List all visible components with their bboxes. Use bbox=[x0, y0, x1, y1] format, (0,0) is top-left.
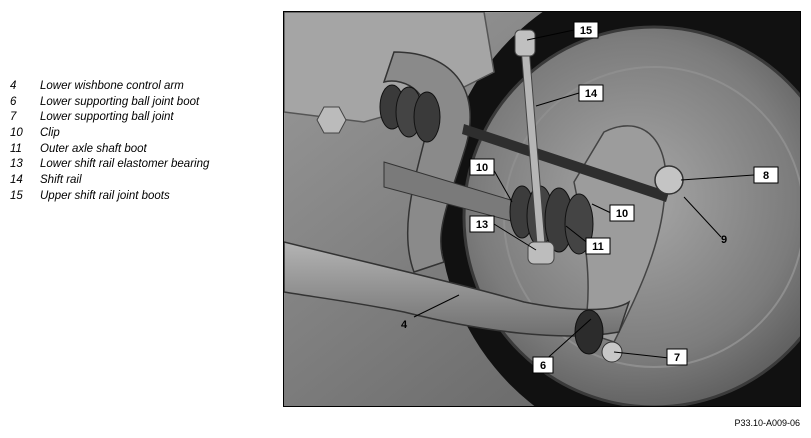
tie-rod-shape bbox=[462, 124, 669, 202]
legend-number: 15 bbox=[10, 189, 23, 202]
legend-description: Clip bbox=[40, 127, 60, 140]
callout-label: 15 bbox=[580, 25, 592, 37]
legend-number: 10 bbox=[10, 127, 23, 140]
legend-description: Lower supporting ball joint boot bbox=[40, 95, 200, 108]
callout-label: 10 bbox=[476, 162, 488, 174]
lower-ball-joint-shape bbox=[601, 341, 623, 363]
callout-label: 14 bbox=[585, 88, 598, 100]
inner-axle-boot-shape bbox=[379, 84, 441, 143]
legend-number: 11 bbox=[10, 142, 22, 155]
callout-label: 9 bbox=[721, 234, 727, 246]
lower-ball-joint-boot-shape bbox=[574, 309, 604, 355]
wishbone-arm-shape bbox=[284, 241, 631, 337]
upper-rail-boot-shape bbox=[514, 29, 536, 57]
figure-id: P33.10-A009-06 bbox=[734, 418, 800, 428]
callout-7: 7 bbox=[666, 348, 688, 366]
callout-13: 13 bbox=[469, 215, 495, 233]
lower-rail-bearing-shape bbox=[527, 241, 555, 265]
callout-label: 11 bbox=[592, 241, 604, 253]
callout-14: 14 bbox=[578, 84, 604, 102]
callout-label: 10 bbox=[616, 208, 628, 220]
callout-label: 4 bbox=[401, 319, 408, 331]
legend-number: 6 bbox=[10, 95, 17, 108]
legend-description: Upper shift rail joint boots bbox=[40, 189, 170, 202]
suspension-drawing: 15 14 10 10 8 13 11 9 4 bbox=[284, 12, 800, 406]
legend-description: Shift rail bbox=[40, 174, 82, 187]
legend-number: 4 bbox=[10, 80, 17, 92]
bolt-head-shape bbox=[316, 106, 347, 134]
legend-number: 14 bbox=[10, 174, 23, 187]
legend-description: Outer axle shaft boot bbox=[40, 142, 147, 155]
suspension-illustration: 15 14 10 10 8 13 11 9 4 bbox=[283, 11, 801, 407]
legend-description: Lower shift rail elastomer bearing bbox=[40, 158, 210, 171]
callout-9: 9 bbox=[721, 234, 727, 246]
callout-15: 15 bbox=[573, 21, 599, 39]
legend-number: 13 bbox=[10, 158, 23, 171]
callout-6: 6 bbox=[532, 356, 554, 374]
callout-8: 8 bbox=[753, 166, 779, 184]
callout-10-b: 10 bbox=[609, 204, 635, 222]
leader-lines bbox=[413, 29, 755, 364]
callout-10-a: 10 bbox=[469, 158, 495, 176]
legend-description: Lower supporting ball joint bbox=[40, 111, 174, 124]
callout-label: 13 bbox=[476, 219, 488, 231]
callout-label: 6 bbox=[540, 360, 546, 372]
callout-label: 7 bbox=[674, 352, 680, 364]
callout-label: 8 bbox=[763, 170, 769, 182]
legend-description: Lower wishbone control arm bbox=[40, 80, 184, 92]
callout-11: 11 bbox=[585, 237, 611, 255]
callout-4: 4 bbox=[401, 319, 408, 331]
tie-rod-ball-joint-shape bbox=[654, 165, 684, 195]
legend-number: 7 bbox=[10, 111, 17, 124]
